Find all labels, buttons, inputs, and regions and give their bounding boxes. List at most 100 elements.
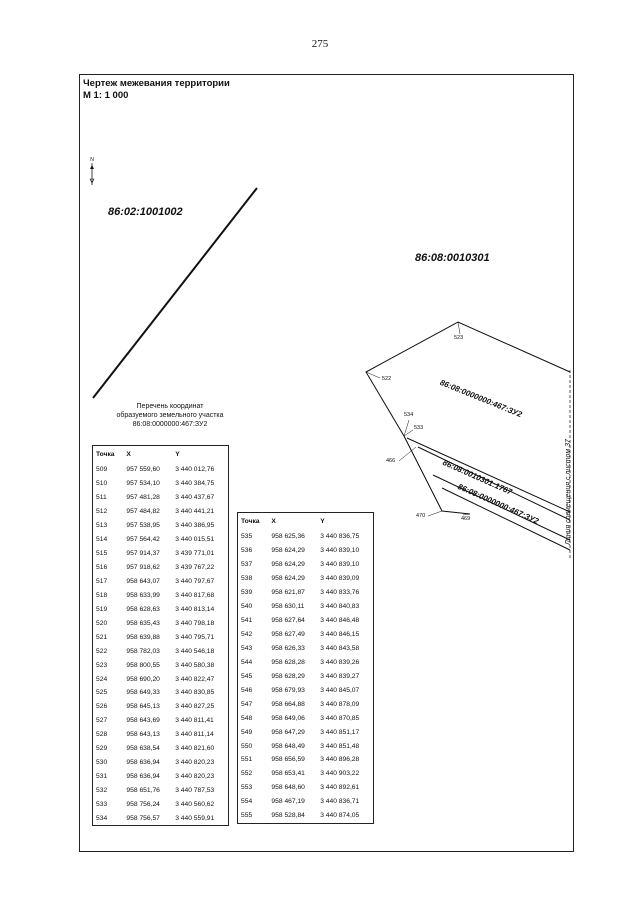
cell-x: 958 621,87 <box>271 589 305 597</box>
cell-point: 512 <box>96 508 108 516</box>
cell-x: 958 624,29 <box>271 547 305 555</box>
cell-point: 509 <box>96 466 108 474</box>
cell-x: 958 643,13 <box>126 731 160 739</box>
cell-y: 3 440 546,18 <box>175 647 215 655</box>
cell-x: 957 534,10 <box>126 480 160 488</box>
cell-point: 525 <box>96 689 108 697</box>
cell-x: 957 918,62 <box>126 564 160 572</box>
cell-x: 958 664,88 <box>271 700 305 708</box>
cell-point: 531 <box>96 773 108 781</box>
cell-x: 958 636,94 <box>126 773 160 781</box>
parcel-code-right: 86:08:0010301 <box>415 252 490 264</box>
band-line-1 <box>406 437 571 513</box>
cell-point: 537 <box>241 561 253 569</box>
cell-y: 3 440 845,07 <box>320 686 360 694</box>
cell-x: 958 626,33 <box>271 644 305 652</box>
cell-y: 3 440 874,05 <box>320 812 360 820</box>
cell-y: 3 440 437,67 <box>175 494 215 502</box>
cell-y: 3 440 015,51 <box>175 536 215 544</box>
cell-y: 3 440 839,10 <box>320 561 360 569</box>
cell-x: 958 467,19 <box>271 798 305 806</box>
cell-y: 3 440 384,75 <box>175 480 215 488</box>
cell-y: 3 440 012,76 <box>175 466 215 474</box>
cell-y: 3 439 767,22 <box>175 564 215 572</box>
cell-point: 513 <box>96 522 108 530</box>
cell-y: 3 440 822,47 <box>175 675 215 683</box>
cell-point: 551 <box>241 756 253 764</box>
cell-y: 3 440 797,67 <box>175 577 215 585</box>
cell-x: 958 690,20 <box>126 675 160 683</box>
cell-point: 533 <box>96 800 108 808</box>
leader-523 <box>457 321 461 335</box>
north-arrow-icon: N <box>88 157 96 187</box>
cell-point: 540 <box>241 603 253 611</box>
cell-x: 958 638,54 <box>126 745 160 753</box>
cell-y: 3 440 833,76 <box>320 589 360 597</box>
cell-y: 3 440 878,09 <box>320 700 360 708</box>
cell-x: 958 653,41 <box>271 770 305 778</box>
cell-x: 958 630,11 <box>271 603 305 611</box>
band-line-2 <box>417 446 571 521</box>
leader-469 <box>462 513 471 516</box>
cell-point: 554 <box>241 798 253 806</box>
cell-point: 549 <box>241 728 253 736</box>
table-header-row: Точка X Y <box>238 513 374 531</box>
cell-x: 958 625,36 <box>271 533 305 541</box>
cell-x: 957 559,60 <box>126 466 160 474</box>
leader-534 <box>403 419 410 437</box>
cell-point: 523 <box>96 661 108 669</box>
coordinates-caption-line1: Перечень координат <box>136 403 204 410</box>
cell-x: 958 648,49 <box>271 742 305 750</box>
cell-point: 548 <box>241 714 253 722</box>
cell-point: 538 <box>241 575 253 583</box>
cell-point: 519 <box>96 605 108 613</box>
drawing-title: Чертеж межевания территории <box>83 78 230 89</box>
table-row: 509 957 559,60 3 440 012,76 <box>93 463 229 477</box>
cell-point: 518 <box>96 591 108 599</box>
cell-x: 958 635,43 <box>126 619 160 627</box>
cell-y: 3 440 851,48 <box>320 742 360 750</box>
cell-point: 514 <box>96 536 108 544</box>
cell-x: 958 628,63 <box>126 605 160 613</box>
cell-x: 958 643,07 <box>126 577 160 585</box>
cell-y: 3 440 559,91 <box>175 814 215 822</box>
cell-point: 521 <box>96 633 108 641</box>
cell-point: 555 <box>241 812 253 820</box>
boundary-line-left-parcel <box>92 187 258 399</box>
cell-point: 522 <box>96 647 108 655</box>
cell-x: 958 639,88 <box>126 633 160 641</box>
cell-x: 958 628,28 <box>271 658 305 666</box>
leader-533 <box>403 429 414 437</box>
cell-point: 553 <box>241 784 253 792</box>
cell-point: 535 <box>241 533 253 541</box>
cell-point: 544 <box>241 658 253 666</box>
parcel-inner-edge <box>403 435 443 512</box>
cell-y: 3 440 839,10 <box>320 547 360 555</box>
cell-point: 541 <box>241 617 253 625</box>
drawing-frame <box>79 74 574 852</box>
coordinates-caption-line3: 86:08:0000000:467:ЗУ2 <box>132 421 208 428</box>
cell-point: 552 <box>241 770 253 778</box>
cell-y: 3 440 820,23 <box>175 759 215 767</box>
north-label: N <box>90 157 94 163</box>
